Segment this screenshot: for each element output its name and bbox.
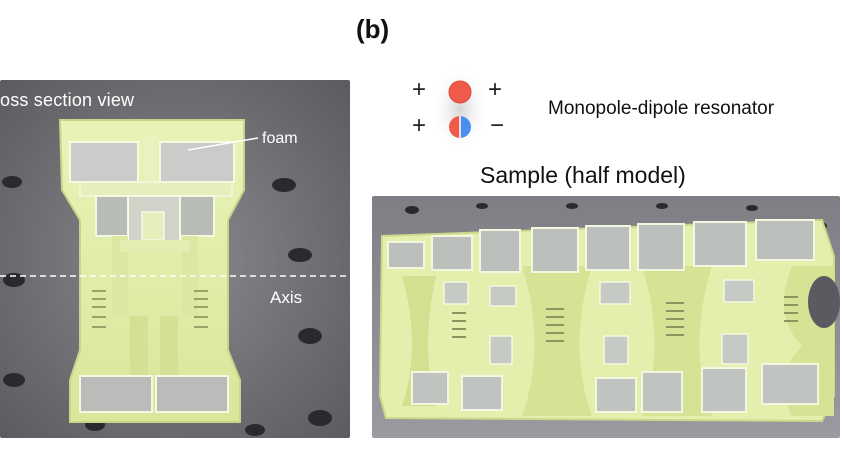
plus-sign: +	[488, 76, 503, 103]
resonator-label: Monopole-dipole resonator	[548, 98, 775, 119]
sample-title: Sample (half model)	[480, 162, 686, 188]
monopole-circle	[448, 80, 472, 104]
sample-photo	[372, 196, 840, 438]
axis-label: Axis	[270, 288, 303, 307]
plus-sign: +	[412, 76, 427, 103]
minus-sign: −	[490, 112, 505, 139]
foam-label: foam	[262, 130, 298, 147]
cross-section-label: oss section view	[0, 90, 135, 110]
cross-section-photo	[0, 80, 350, 438]
dipole-positive-half	[460, 116, 471, 138]
plus-sign: +	[412, 112, 427, 139]
monopole-dipole-icon	[430, 65, 490, 153]
dipole-negative-half	[449, 116, 460, 138]
panel-label: (b)	[356, 14, 390, 44]
